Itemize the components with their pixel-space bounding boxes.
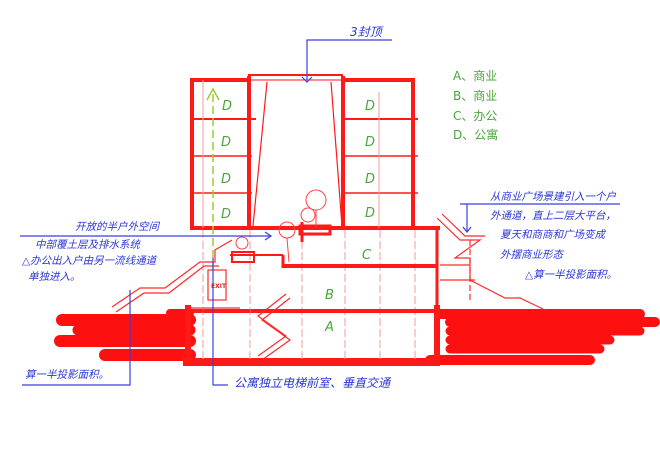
arrow-head-icon [206, 87, 220, 101]
right-annotation-line3: 夏天和商商和广场变成 [500, 229, 605, 241]
terrace-planters [231, 222, 332, 263]
legend-key: B [453, 89, 462, 103]
left-annotation-line4: 单独进入。 [28, 271, 81, 283]
right-exterior-stair [436, 213, 546, 311]
basement-level-a [183, 305, 440, 366]
zone-label-left-d3: D [221, 172, 232, 187]
legend-sep: 、 [462, 128, 475, 142]
zone-label-right-d1: D [365, 99, 376, 114]
legend-item-b: B、商业 [453, 90, 497, 102]
legend-label: 商业 [473, 69, 498, 83]
zone-label-left-d4: D [221, 207, 232, 222]
legend-label: 商业 [473, 89, 498, 103]
zone-label-left-d1: D [222, 99, 233, 114]
right-annotation-line2: 外通道，直上二层大平台， [490, 210, 616, 222]
zone-label-right-d3: D [365, 172, 376, 187]
left-tower [190, 76, 256, 230]
atrium [248, 74, 343, 227]
ground-hatch-right [425, 309, 660, 365]
ground-hatch-left [54, 309, 196, 361]
legend-label: 公寓 [474, 128, 499, 142]
right-tower [341, 76, 418, 230]
legend-sep: 、 [461, 109, 474, 123]
right-annotation-line5: △算一半投影面积。 [525, 269, 618, 281]
bottom-left-annotation: 算一半投影面积。 [25, 369, 109, 381]
bottom-annotation: 公寓独立电梯前室、垂直交通 [234, 376, 391, 390]
top-annotation: 3封顶 [350, 25, 382, 39]
zone-label-c: C [362, 248, 372, 263]
left-annotation-line3: △办公出入户由另一流线通道 [22, 255, 157, 267]
legend-item-c: C、办公 [453, 110, 497, 122]
trees [235, 189, 327, 263]
legend-item-d: D、公寓 [453, 129, 498, 141]
legend-sep: 、 [461, 89, 474, 103]
right-annotation-line4: 外摆商业形态 [500, 249, 563, 261]
legend-key: C [453, 109, 462, 123]
legend-key: A [453, 69, 462, 83]
left-exterior-stair [111, 239, 240, 313]
exit-sign: EXIT [211, 283, 227, 290]
legend-key: D [453, 128, 463, 142]
zone-label-right-d2: D [365, 135, 376, 150]
zone-label-left-d2: D [221, 135, 232, 150]
annotation-leaders [20, 39, 620, 386]
zone-label-b: B [325, 288, 334, 303]
basement-stair [256, 293, 292, 361]
podium-slabs [190, 226, 440, 313]
legend-sep: 、 [461, 69, 474, 83]
left-annotation-line1: 开放的半户外空间 [75, 221, 159, 233]
right-annotation-line1: 从商业广场景建引入一个户 [490, 191, 616, 203]
zone-label-right-d4: D [365, 206, 376, 221]
zone-label-a: A [325, 320, 334, 335]
column-gridlines [202, 230, 416, 362]
left-annotation-line2: 中部覆土层及排水系统 [35, 239, 140, 251]
legend-item-a: A、商业 [453, 70, 497, 82]
legend-label: 办公 [473, 109, 498, 123]
